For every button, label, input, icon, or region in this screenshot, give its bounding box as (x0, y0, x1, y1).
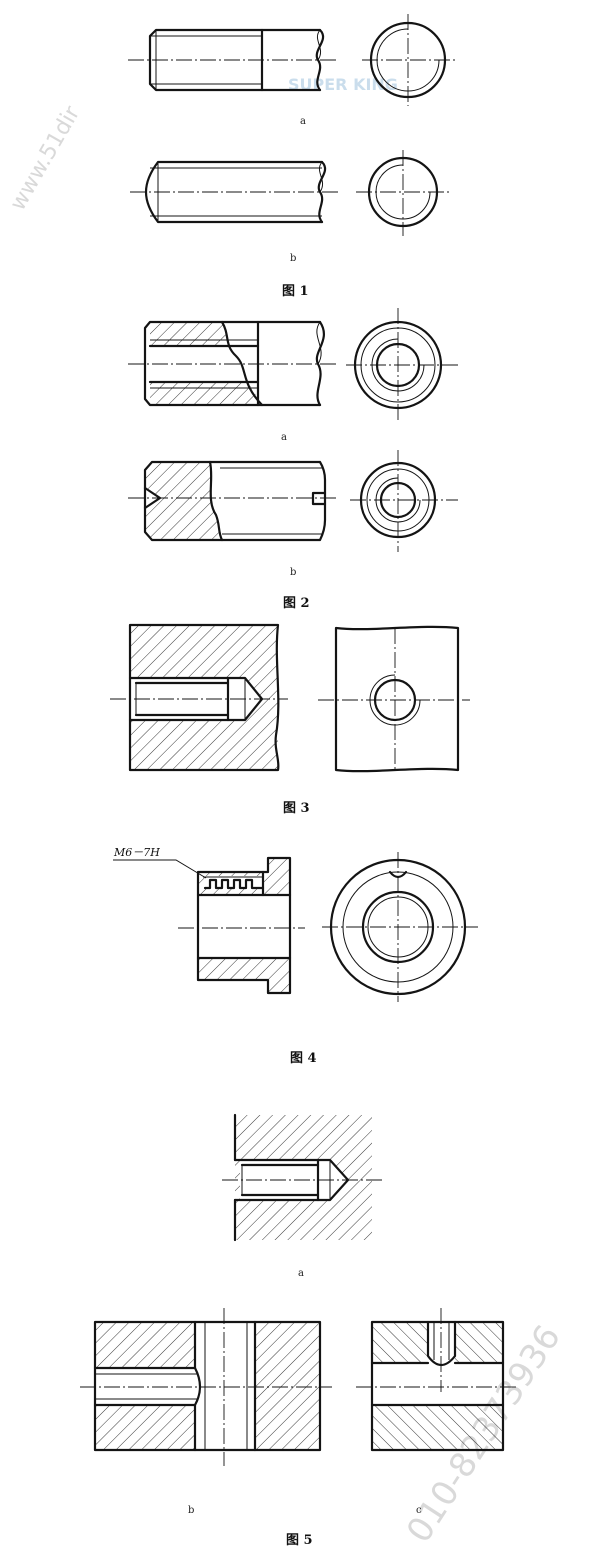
part-outline (143, 460, 327, 542)
subfigure-label-a: a (298, 1268, 304, 1279)
block-outline (93, 1320, 322, 1452)
section-hatch-top (150, 322, 230, 346)
subfigure-label-c: c (416, 1505, 422, 1516)
section-hatch-top-left (372, 1322, 428, 1363)
figure-5b-intersecting-holes: b (80, 1308, 332, 1516)
figure-caption-2: 图 2 (283, 596, 310, 611)
subfigure-label-a: a (281, 432, 287, 443)
figure-4-flanged-bushing: M6－7H (113, 846, 478, 1002)
rod-outline (148, 28, 322, 92)
thread-callout: M6－7H (113, 846, 160, 859)
subfigure-label-b: b (290, 253, 296, 264)
figure-caption-5: 图 5 (286, 1533, 313, 1548)
section-hatch-bottom (372, 1405, 503, 1450)
section-break-line (208, 460, 224, 542)
thread-profile (203, 878, 265, 890)
figure-1b-external-thread: b (130, 150, 452, 264)
section-hatch-top-right (455, 1322, 503, 1363)
section-hatch-bottom-left (95, 1405, 195, 1450)
top-view-outline (334, 625, 460, 773)
section-hatch-right (255, 1322, 320, 1450)
subfigure-label-b: b (290, 567, 296, 578)
figure-2a-internal-thread: a (128, 308, 460, 443)
part-outline (143, 320, 322, 407)
thread-major-arc (371, 338, 425, 392)
figure-5c-intersecting-holes: c (356, 1308, 516, 1516)
section-hatch-bottom (150, 382, 262, 405)
bushing-outline (196, 856, 292, 995)
section-hatch (130, 625, 278, 770)
break-line-inner (316, 29, 322, 61)
thread-root-arc (375, 164, 431, 220)
figure-1a-external-thread: a (128, 14, 456, 127)
figure-caption-3: 图 3 (283, 801, 310, 816)
watermark-url: www.51dir (6, 101, 86, 215)
thread-root-arc (376, 28, 440, 92)
subfigure-label-a: a (300, 116, 306, 127)
section-hatch-top-left (95, 1322, 195, 1368)
vertical-hole-outline (426, 1320, 457, 1367)
figure-caption-4: 图 4 (290, 1051, 317, 1066)
figure-2b-set-screw-section: b (128, 450, 458, 578)
section-hatch-bottom (198, 958, 290, 993)
subfigure-label-b: b (188, 1505, 194, 1516)
end-view-circle (367, 156, 439, 228)
block-outline (370, 1320, 505, 1452)
callout-leader (113, 859, 207, 879)
figure-3-blind-threaded-hole (110, 623, 470, 773)
block-outline (128, 623, 280, 772)
thread-major-arc (375, 477, 421, 523)
section-hatch (145, 462, 222, 540)
figure-caption-1: 图 1 (282, 284, 309, 299)
thread-major-arc (369, 674, 421, 726)
break-line-inner (318, 161, 324, 193)
break-line-inner (316, 321, 322, 365)
figure-5a-threaded-hole: a (222, 1113, 382, 1279)
screwdriver-slot (311, 491, 327, 506)
section-hatch (235, 1115, 372, 1240)
